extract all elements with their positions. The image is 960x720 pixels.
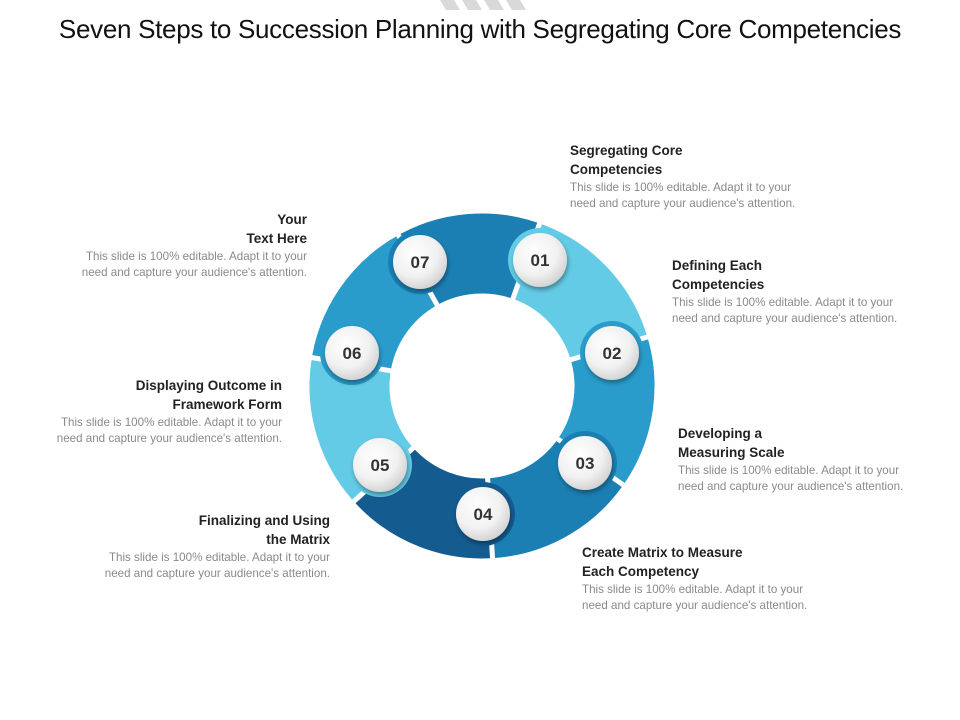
step-description: This slide is 100% editable. Adapt it to…: [104, 551, 330, 580]
step-description: This slide is 100% editable. Adapt it to…: [672, 296, 898, 325]
step-number: 01: [531, 251, 550, 270]
step-title: Create Matrix to Measure Each Competency: [582, 545, 743, 579]
marker-circle: [353, 438, 407, 492]
marker-circle: [513, 233, 567, 287]
step-title: Displaying Outcome in Framework Form: [135, 378, 282, 412]
marker-circle: [456, 487, 510, 541]
step-number: 02: [603, 344, 622, 363]
step-description: This slide is 100% editable. Adapt it to…: [56, 416, 282, 445]
step-title: Segregating Core Competencies: [570, 143, 683, 177]
step-description: This slide is 100% editable. Adapt it to…: [570, 181, 796, 210]
step-number: 07: [411, 253, 430, 272]
marker-circle: [325, 326, 379, 380]
step-marker-02: 02: [580, 321, 644, 385]
step-title: Defining Each Competencies: [672, 258, 765, 292]
step-marker-04: 04: [451, 482, 515, 546]
step-description: This slide is 100% editable. Adapt it to…: [81, 250, 307, 279]
step-marker-01: 01: [508, 228, 572, 292]
step-title: Finalizing and Using the Matrix: [198, 513, 330, 547]
decorative-stripes: [440, 0, 526, 10]
marker-circle: [558, 436, 612, 490]
step-marker-03: 03: [553, 431, 617, 495]
step-title: Your Text Here: [246, 212, 307, 246]
step-description: This slide is 100% editable. Adapt it to…: [678, 464, 904, 493]
step-marker-07: 07: [388, 230, 452, 294]
step-number: 03: [576, 454, 595, 473]
page-title: Seven Steps to Succession Planning with …: [58, 14, 902, 44]
step-title: Developing a Measuring Scale: [678, 426, 785, 460]
marker-circle: [393, 235, 447, 289]
step-text-04: Create Matrix to Measure Each Competency…: [582, 543, 807, 614]
step-marker-05: 05: [348, 433, 412, 497]
step-description: This slide is 100% editable. Adapt it to…: [582, 583, 808, 612]
step-marker-06: 06: [320, 321, 384, 385]
step-number: 05: [371, 456, 390, 475]
step-number: 06: [343, 344, 362, 363]
step-markers: 01 02 03 04 05 06 07: [320, 228, 644, 546]
step-number: 04: [474, 505, 493, 524]
marker-circle: [585, 326, 639, 380]
